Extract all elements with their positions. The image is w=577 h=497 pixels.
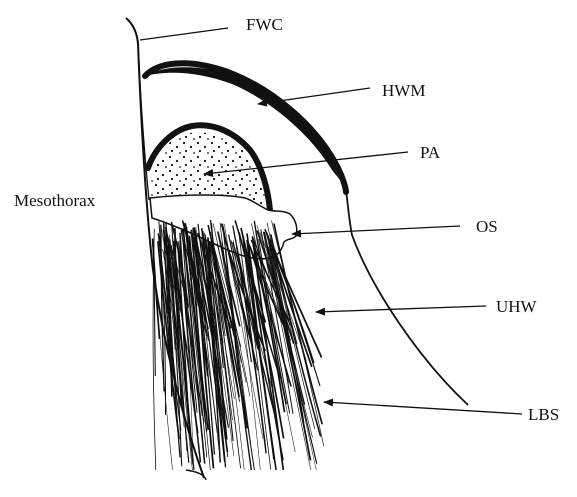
label-pa: PA bbox=[420, 143, 441, 162]
label-os: OS bbox=[476, 217, 498, 236]
label-lbs: LBS bbox=[528, 405, 559, 424]
label-fwc: FWC bbox=[246, 15, 283, 34]
label-uhw: UHW bbox=[496, 297, 538, 316]
leader-fwc bbox=[140, 28, 228, 40]
wing-lower-edge bbox=[186, 470, 206, 480]
leader-lbs bbox=[324, 402, 522, 414]
label-hwm: HWM bbox=[382, 81, 425, 100]
body-outline-right bbox=[346, 190, 468, 405]
bristle-stroke bbox=[264, 232, 310, 461]
leader-os bbox=[292, 226, 460, 234]
leader-uhw bbox=[316, 306, 486, 312]
long-bristles bbox=[152, 220, 324, 470]
label-mesothorax: Mesothorax bbox=[14, 191, 96, 210]
body-outline-inner bbox=[138, 40, 149, 200]
